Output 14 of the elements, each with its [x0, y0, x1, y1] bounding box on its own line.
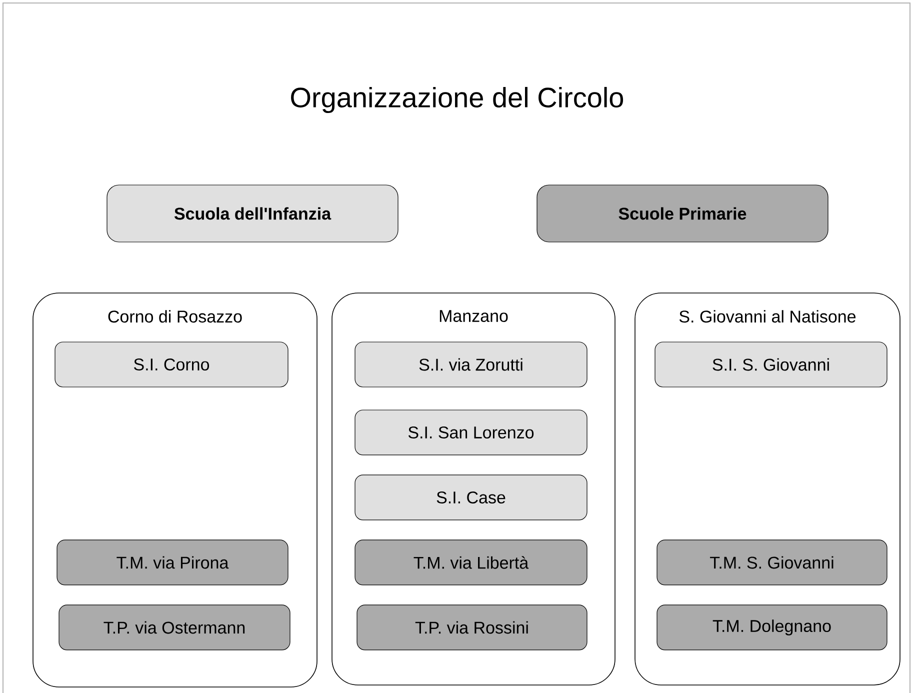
school-box: T.P. via Ostermann	[58, 604, 290, 650]
school-box: T.M. via Libertà	[354, 540, 588, 586]
title: Organizzazione del Circolo	[291, 86, 624, 114]
school-box: T.M. via Pirona	[56, 540, 288, 586]
school-box: S.I. San Lorenzo	[354, 410, 588, 456]
school-box: T.M. Dolegnano	[656, 604, 888, 650]
school-box: S.I. Case	[354, 474, 588, 520]
school-box: S.I. Corno	[54, 342, 288, 388]
school-box: S.I. via Zorutti	[354, 342, 588, 388]
category-box: Scuola dell'Infanzia	[106, 184, 398, 242]
category-box: Scuole Primarie	[536, 184, 828, 242]
school-box: T.P. via Rossini	[356, 604, 588, 650]
school-box: S.I. S. Giovanni	[654, 342, 888, 388]
school-box: T.M. S. Giovanni	[656, 540, 888, 586]
